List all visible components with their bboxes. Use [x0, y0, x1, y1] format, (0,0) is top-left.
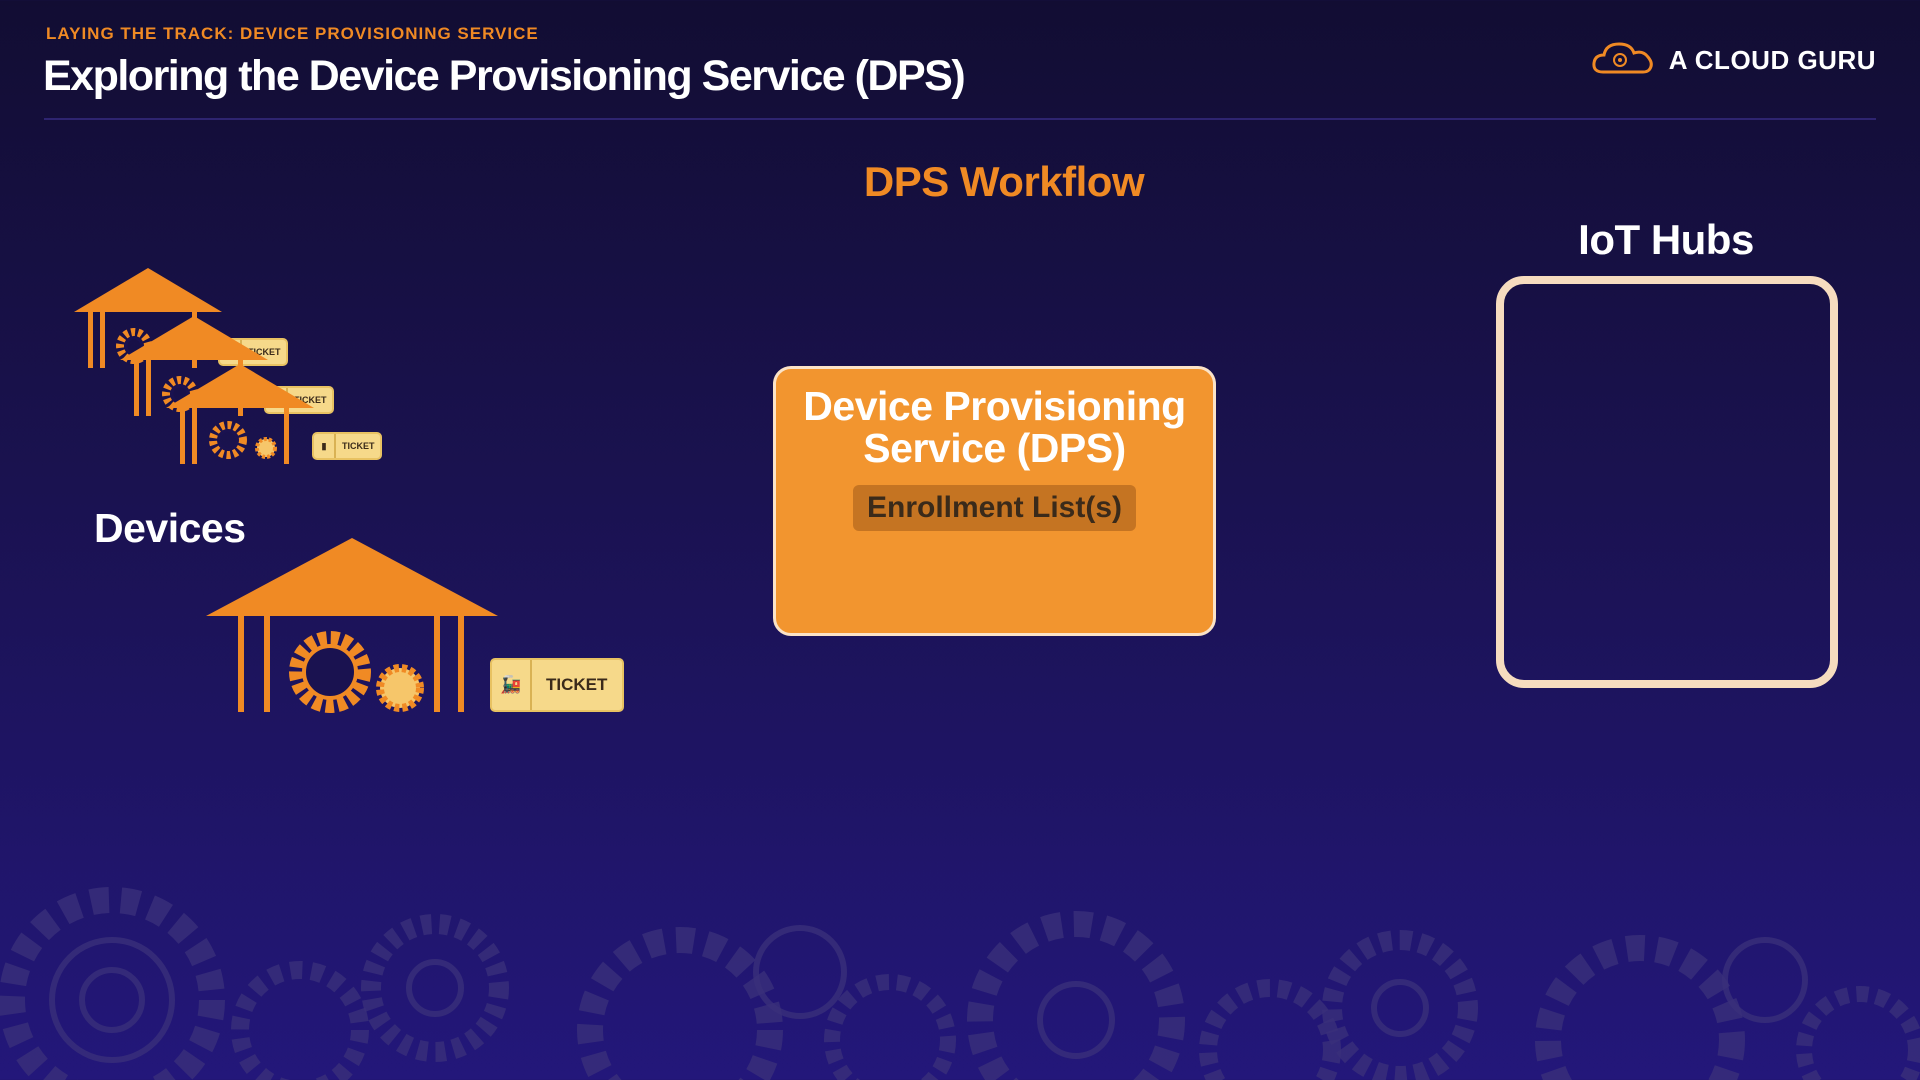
brand-name: A CLOUD GURU	[1668, 45, 1876, 75]
section-eyebrow: LAYING THE TRACK: DEVICE PROVISIONING SE…	[46, 24, 539, 43]
page-title: Exploring the Device Provisioning Servic…	[43, 52, 966, 100]
devices-label: Devices	[94, 505, 246, 551]
header-divider	[44, 118, 1876, 120]
dps-card: Device Provisioning Service (DPS) Enroll…	[773, 366, 1216, 636]
enrollment-list-label: Enrollment List(s)	[852, 485, 1136, 531]
ticket-icon: 🚂 TICKET	[490, 658, 624, 712]
iot-hubs-title: IoT Hubs	[1578, 216, 1754, 263]
device-station-icon	[166, 364, 316, 479]
gears-background	[0, 887, 1920, 1080]
device-station-icon	[206, 538, 500, 723]
iot-hubs-box	[1496, 276, 1838, 688]
dps-title: Device Provisioning Service (DPS)	[803, 383, 1186, 471]
ticket-icon: ▮TICKET	[312, 432, 382, 460]
workflow-title: DPS Workflow	[863, 158, 1145, 205]
cloud-icon	[1591, 38, 1655, 83]
brand-logo: A CLOUD GURU	[1591, 38, 1876, 83]
train-icon: 🚂	[492, 660, 532, 710]
